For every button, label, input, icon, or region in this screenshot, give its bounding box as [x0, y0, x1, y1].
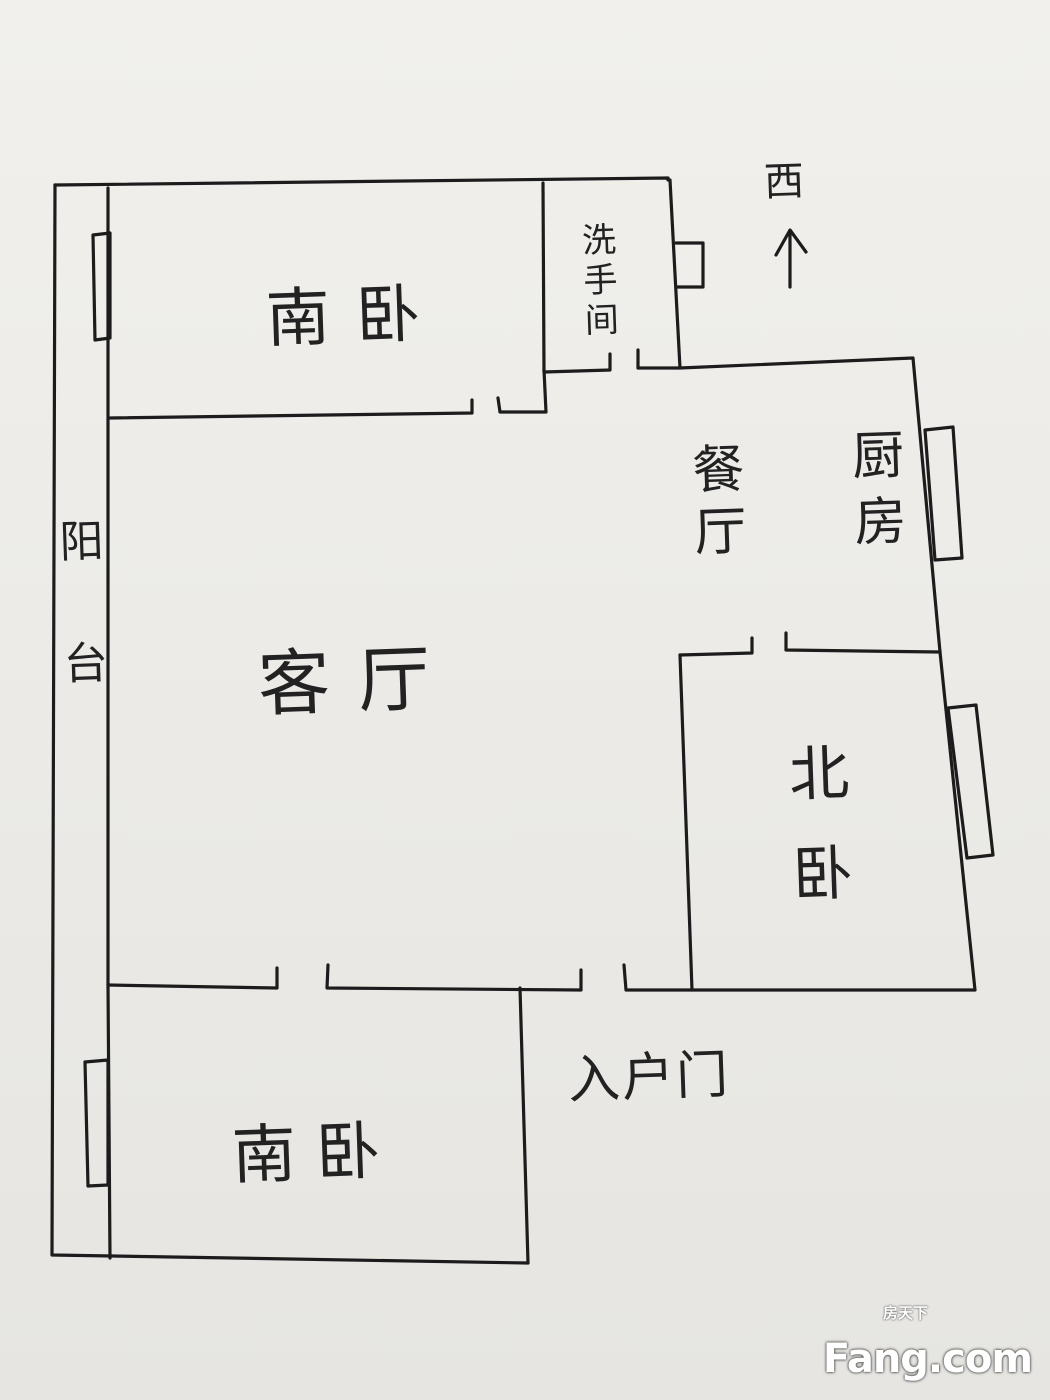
direction-label: 西	[763, 158, 805, 206]
west-arrow-icon	[774, 228, 808, 289]
room-label-dining: 餐厅	[681, 440, 747, 568]
room-label-kitchen: 厨房	[841, 426, 907, 562]
room-label-top-bedroom: 南卧	[264, 276, 448, 358]
entrance-label: 入户门	[567, 1045, 732, 1111]
kitchen-door-wall-left	[678, 636, 754, 657]
room-label-north-bedroom: 北卧	[777, 740, 855, 944]
room-label-bathroom: 洗手间	[574, 221, 620, 343]
top-bedroom-bottom-wall-right	[496, 368, 548, 414]
kitchen-top-wall	[678, 356, 942, 654]
living-bottom-wall-mid	[325, 963, 583, 992]
watermark: 房天下 Fang.com	[823, 1302, 1033, 1382]
north-bedroom-left-wall	[678, 653, 694, 992]
kitchen-window	[923, 425, 964, 562]
bathroom-left-wall	[541, 181, 612, 374]
balcony-outer-wall	[50, 183, 530, 1265]
north-bedroom-window	[946, 703, 995, 860]
top-bedroom-bottom-wall-left	[108, 398, 474, 420]
watermark-en: Fang.com	[822, 1336, 1033, 1382]
bathroom-window	[674, 241, 705, 289]
room-label-living-room: 客厅	[256, 635, 460, 727]
top-wall	[53, 176, 670, 187]
watermark-cn: 房天下	[882, 1304, 928, 1322]
room-label-bottom-bedroom: 南卧	[230, 1114, 402, 1194]
bathroom-right-wall	[636, 178, 682, 370]
bottom-bedroom-right-wall	[518, 986, 530, 1265]
living-bottom-wall-left	[106, 966, 279, 990]
top-bedroom-window	[91, 231, 112, 342]
kitchen-door-wall-right	[784, 631, 942, 654]
room-label-balcony: 阳台	[50, 517, 111, 763]
bottom-bedroom-window	[83, 1058, 110, 1188]
north-bedroom-right-wall	[622, 650, 977, 992]
